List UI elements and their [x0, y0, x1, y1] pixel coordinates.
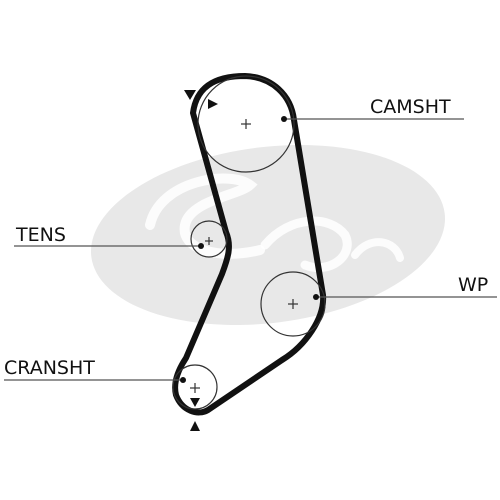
camshaft-timing-mark-icon: [184, 90, 218, 109]
tensioner-label: TENS: [15, 224, 66, 246]
camshaft-pulley: [197, 75, 295, 173]
tensioner-pulley: [190, 220, 228, 258]
camshaft-label: CAMSHT: [370, 96, 451, 118]
water-pump-pulley: [260, 271, 326, 337]
tensioner-leader: [14, 243, 204, 249]
tensioner-center-cross-icon: [205, 237, 213, 245]
water-pump-leader: [313, 294, 497, 300]
crankshaft-label: CRANSHT: [4, 357, 95, 379]
crankshaft-center-cross-icon: [190, 383, 200, 393]
crankshaft-leader: [4, 377, 186, 383]
watermark-logo-icon: [91, 145, 445, 325]
water-pump-center-cross-icon: [288, 299, 298, 309]
crankshaft-timing-mark-icon: [190, 398, 200, 431]
camshaft-center-cross-icon: [241, 119, 251, 129]
crankshaft-pulley: [172, 364, 218, 410]
water-pump-label: WP: [458, 274, 488, 296]
camshaft-leader: [281, 116, 464, 122]
